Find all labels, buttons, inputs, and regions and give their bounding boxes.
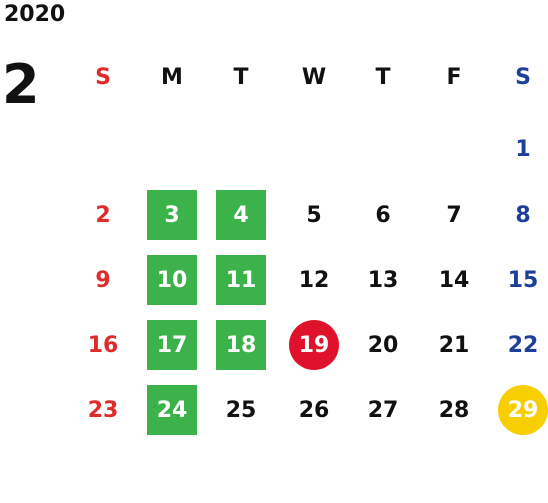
weekday-header-0: S (95, 64, 111, 90)
year-label: 2020 (4, 2, 66, 27)
weekday-header-2: T (233, 64, 249, 90)
weekday-header-1: M (161, 64, 183, 90)
weekday-header-6: S (515, 64, 531, 90)
calendar-day-13[interactable]: 13 (367, 267, 399, 293)
calendar-day-18[interactable]: 18 (216, 320, 266, 370)
calendar-day-16[interactable]: 16 (87, 332, 119, 358)
calendar-day-8[interactable]: 8 (515, 202, 531, 228)
weekday-header-4: T (375, 64, 391, 90)
calendar-day-3[interactable]: 3 (147, 190, 197, 240)
calendar-day-15[interactable]: 15 (507, 267, 539, 293)
calendar-day-21[interactable]: 21 (438, 332, 470, 358)
weekday-header-3: W (301, 64, 327, 90)
calendar-day-26[interactable]: 26 (298, 397, 330, 423)
calendar-day-27[interactable]: 27 (367, 397, 399, 423)
calendar-day-5[interactable]: 5 (306, 202, 322, 228)
calendar-day-20[interactable]: 20 (367, 332, 399, 358)
calendar-day-25[interactable]: 25 (225, 397, 257, 423)
calendar-day-11[interactable]: 11 (216, 255, 266, 305)
calendar-day-2[interactable]: 2 (95, 202, 111, 228)
calendar-day-4[interactable]: 4 (216, 190, 266, 240)
month-label: 2 (2, 53, 40, 116)
weekday-header-5: F (446, 64, 462, 90)
calendar-day-22[interactable]: 22 (507, 332, 539, 358)
calendar-day-6[interactable]: 6 (375, 202, 391, 228)
calendar-day-17[interactable]: 17 (147, 320, 197, 370)
calendar-day-19[interactable]: 19 (289, 320, 339, 370)
calendar-day-10[interactable]: 10 (147, 255, 197, 305)
calendar-day-23[interactable]: 23 (87, 397, 119, 423)
calendar-day-7[interactable]: 7 (446, 202, 462, 228)
calendar-day-29[interactable]: 29 (498, 385, 548, 435)
calendar-day-9[interactable]: 9 (95, 267, 111, 293)
calendar-day-28[interactable]: 28 (438, 397, 470, 423)
calendar-day-1[interactable]: 1 (515, 136, 531, 162)
calendar-day-12[interactable]: 12 (298, 267, 330, 293)
calendar-day-14[interactable]: 14 (438, 267, 470, 293)
calendar-day-24[interactable]: 24 (147, 385, 197, 435)
